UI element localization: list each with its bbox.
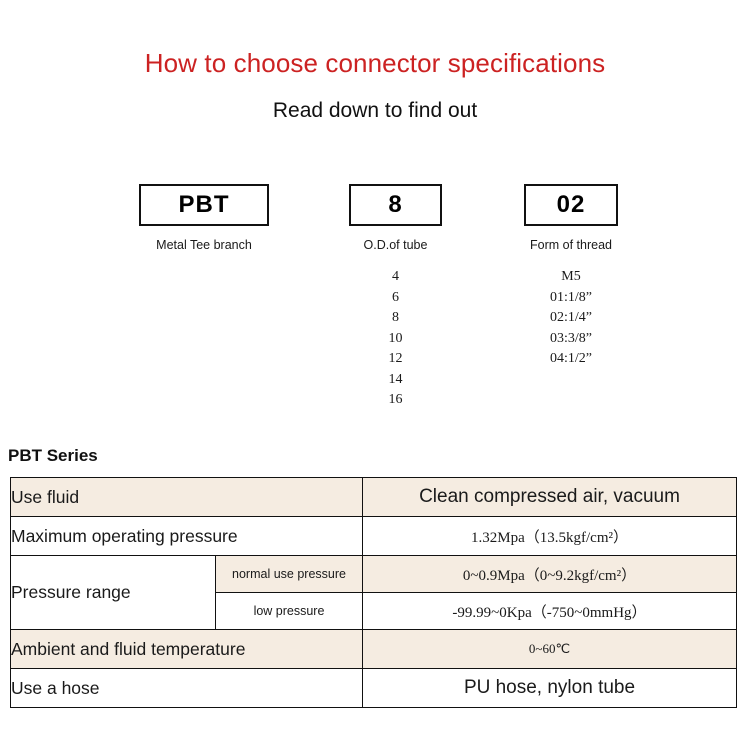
page-subtitle: Read down to find out bbox=[272, 99, 478, 122]
code-option: 10 bbox=[388, 330, 403, 346]
table-row: Maximum operating pressure 1.32Mpa（13.5k… bbox=[10, 516, 737, 556]
spec-row-value: 1.32Mpa（13.5kgf/cm²） bbox=[362, 516, 737, 556]
spec-row-value: Clean compressed air, vacuum bbox=[362, 477, 737, 517]
code-options-thread-form: M5 01:1/8” 02:1/4” 03:3/8” 04:1/2” bbox=[524, 267, 618, 370]
spec-row-label: Ambient and fluid temperature bbox=[10, 629, 363, 669]
table-row: low pressure -99.99~0Kpa（-750~0mmHg） bbox=[11, 592, 737, 630]
code-box-tube-od: 8 bbox=[349, 184, 442, 226]
spec-row-label: Pressure range bbox=[10, 555, 216, 630]
specification-table: Use fluid Clean compressed air, vacuum M… bbox=[10, 477, 737, 708]
code-caption-tube-od: O.D.of tube bbox=[363, 238, 428, 252]
code-column-tube-od: 8 O.D.of tube 4 6 8 10 12 14 16 bbox=[349, 184, 442, 411]
code-option: 16 bbox=[388, 392, 403, 407]
code-caption-series: Metal Tee branch bbox=[156, 238, 252, 252]
code-box-thread-form: 02 bbox=[524, 184, 618, 226]
spec-row-value: PU hose, nylon tube bbox=[362, 668, 737, 708]
spec-row-value: 0~60℃ bbox=[362, 629, 737, 669]
code-breakdown-diagram: PBT Metal Tee branch 8 O.D.of tube 4 6 8… bbox=[0, 184, 750, 424]
table-row: Ambient and fluid temperature 0~60℃ bbox=[10, 629, 737, 669]
code-option: 12 bbox=[388, 351, 403, 366]
code-option: 6 bbox=[392, 289, 399, 305]
code-option: 02:1/4” bbox=[550, 310, 592, 325]
code-option: 14 bbox=[388, 371, 403, 387]
series-label: PBT Series bbox=[8, 446, 98, 465]
code-column-series: PBT Metal Tee branch bbox=[139, 184, 269, 252]
code-option: 4 bbox=[392, 269, 399, 284]
code-option: 04:1/2” bbox=[550, 351, 592, 366]
spec-row-value: 0~0.9Mpa（0~9.2kgf/cm²） bbox=[362, 555, 737, 593]
spec-sub-label: normal use pressure bbox=[215, 555, 363, 593]
spec-row-value: -99.99~0Kpa（-750~0mmHg） bbox=[362, 592, 737, 630]
table-row: Use fluid Clean compressed air, vacuum bbox=[10, 477, 737, 517]
code-options-tube-od: 4 6 8 10 12 14 16 bbox=[349, 267, 442, 411]
code-column-thread-form: 02 Form of thread M5 01:1/8” 02:1/4” 03:… bbox=[524, 184, 618, 370]
spec-sub-label: low pressure bbox=[215, 592, 363, 630]
table-row: Pressure range normal use pressure 0~0.9… bbox=[10, 555, 737, 630]
spec-row-label: Use fluid bbox=[10, 477, 363, 517]
code-option: 03:3/8” bbox=[550, 330, 592, 346]
code-option: M5 bbox=[561, 269, 581, 284]
table-row: Use a hose PU hose, nylon tube bbox=[10, 668, 737, 708]
code-option: 01:1/8” bbox=[550, 289, 592, 305]
code-caption-thread-form: Form of thread bbox=[530, 238, 612, 252]
spec-row-label: Use a hose bbox=[10, 668, 363, 708]
spec-row-label: Maximum operating pressure bbox=[10, 516, 363, 556]
page-title: How to choose connector specifications bbox=[144, 48, 606, 78]
code-box-series: PBT bbox=[139, 184, 269, 226]
code-option: 8 bbox=[392, 310, 399, 325]
